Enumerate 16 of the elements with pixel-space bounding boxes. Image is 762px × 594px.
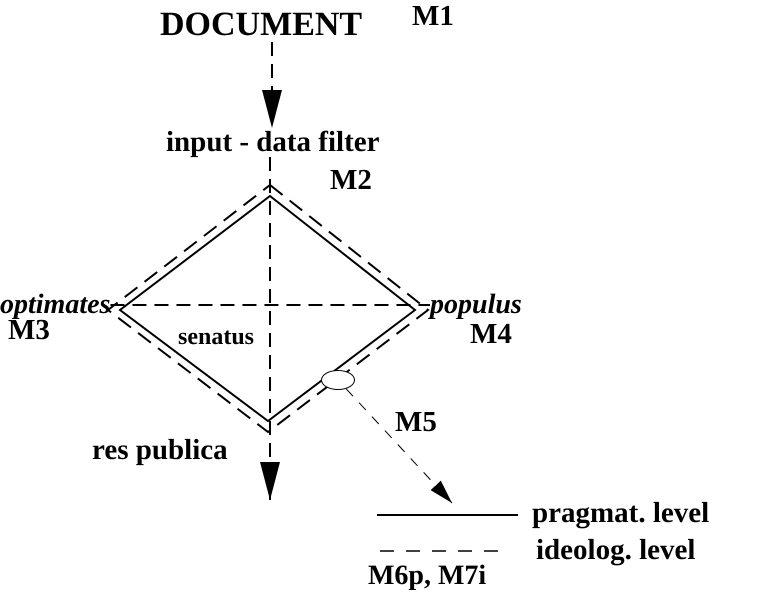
- callout-number: M1: [412, 2, 454, 31]
- note-label: M6p, M7i: [368, 562, 486, 590]
- callout-number: M4: [470, 320, 512, 349]
- diamond-center-label: senatus: [178, 325, 254, 349]
- vertex-label: optimates: [0, 291, 110, 319]
- ellipse-marker: [321, 370, 355, 390]
- node-label: res publica: [92, 436, 228, 465]
- legend-label: pragmat. level: [532, 499, 710, 528]
- vertex-label: populus: [430, 291, 522, 319]
- arrow: [346, 388, 452, 504]
- arrow: [260, 157, 280, 500]
- arrow: [262, 42, 282, 128]
- node-label: DOCUMENT: [160, 8, 362, 42]
- node-label: input - data filter: [166, 128, 380, 157]
- legend-label: ideolog. level: [536, 536, 696, 565]
- callout-number: M2: [330, 166, 372, 195]
